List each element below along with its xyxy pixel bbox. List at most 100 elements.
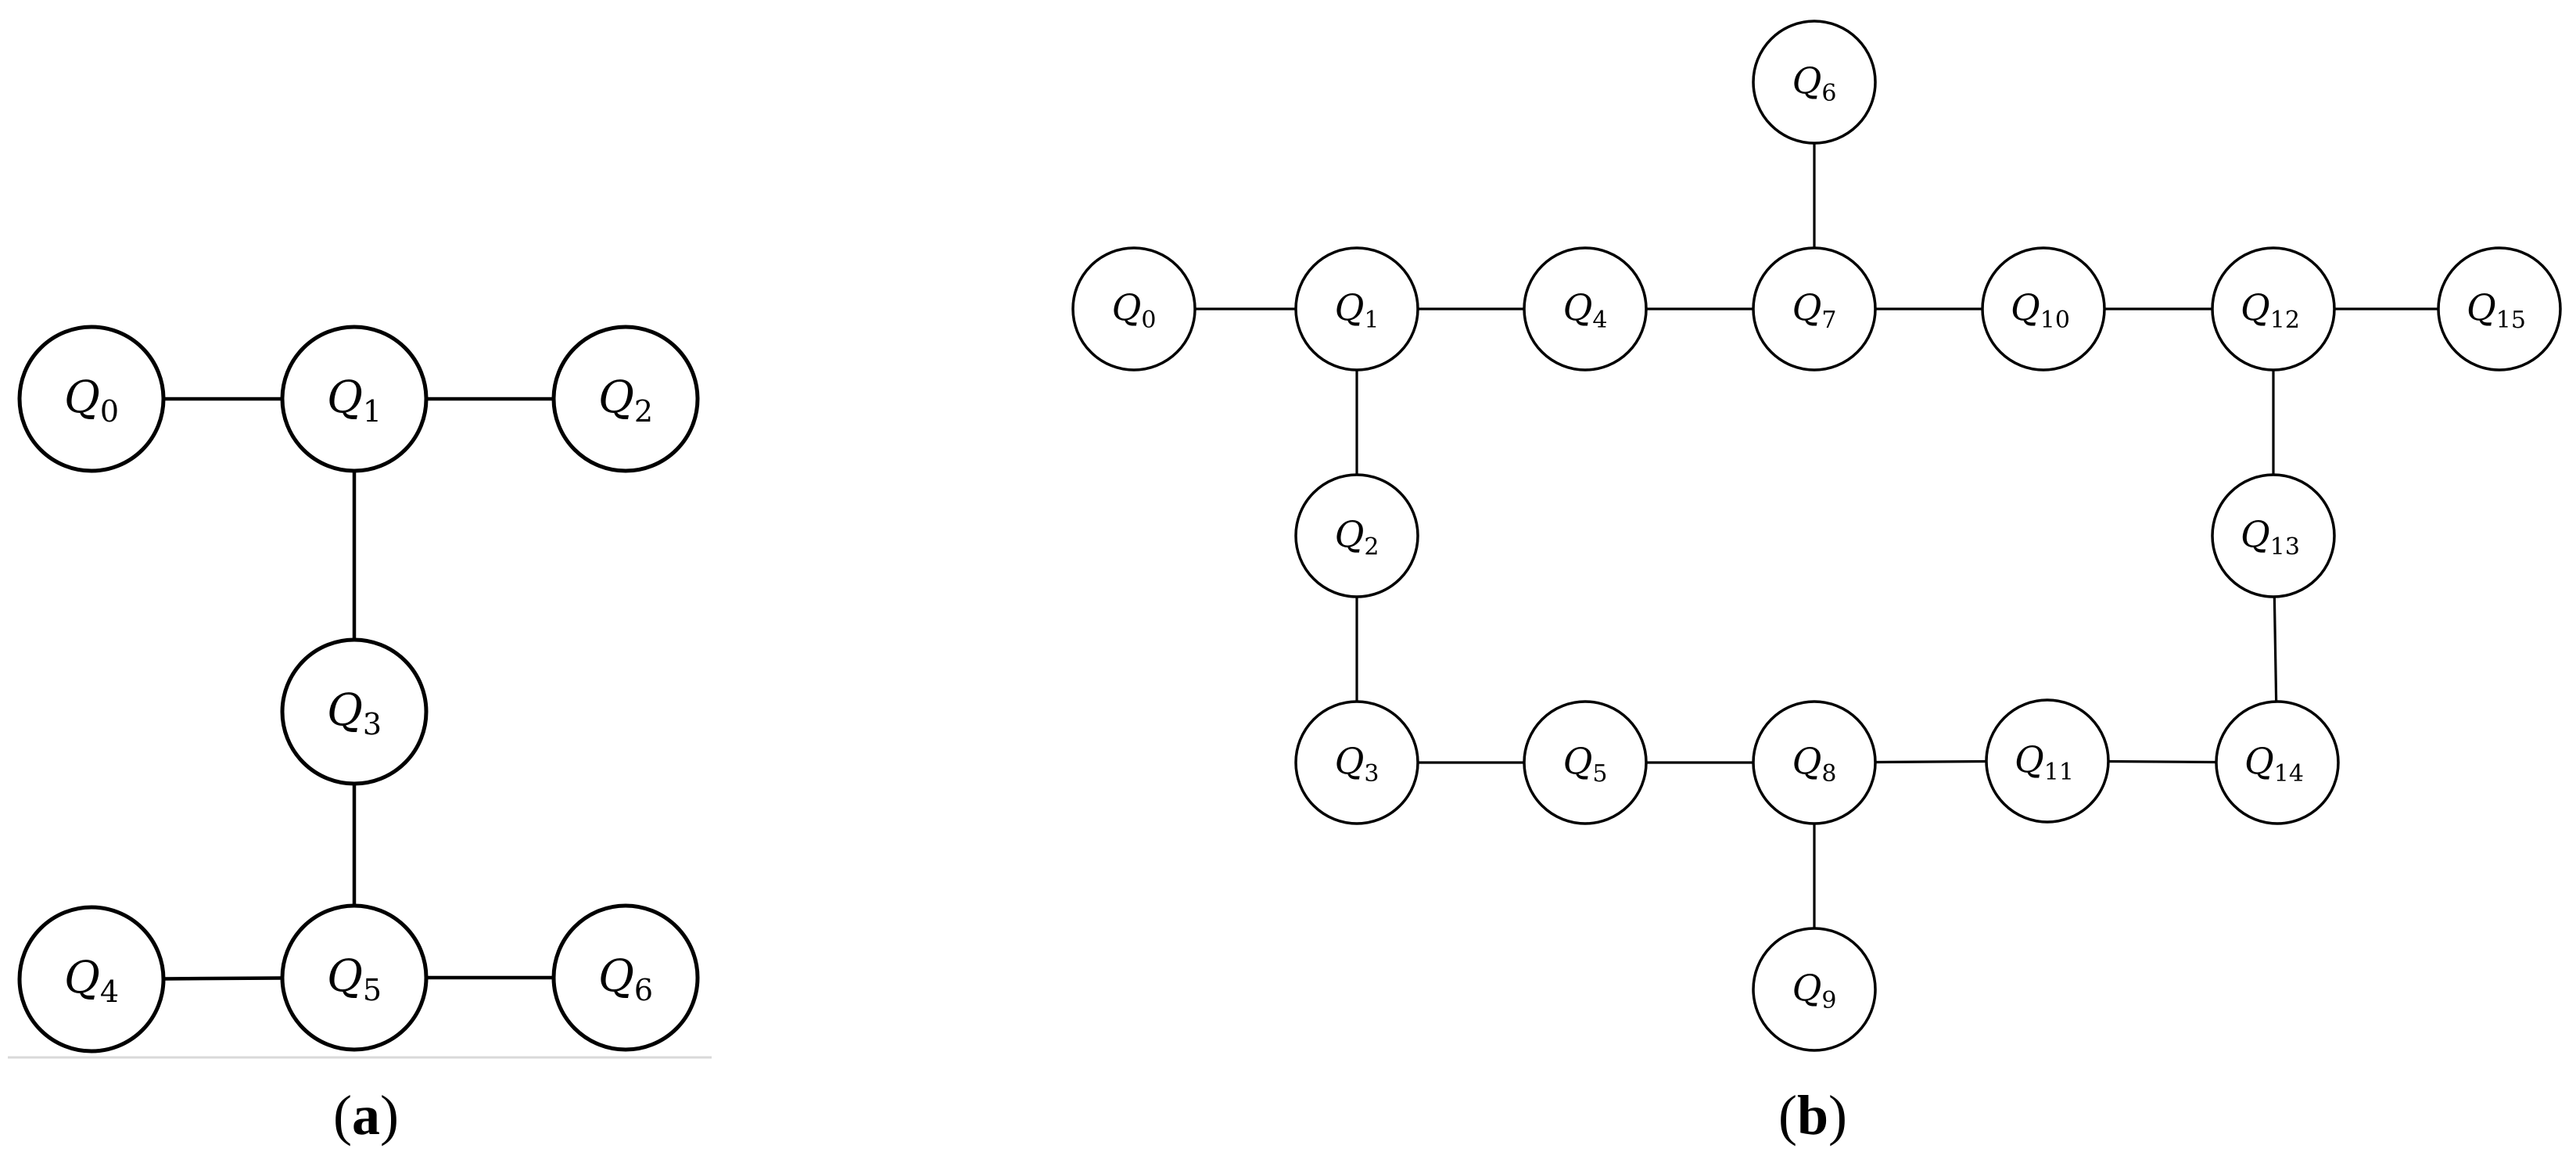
qubit-subscript: 0 — [1141, 307, 1156, 334]
panel-b-caption-letter: b — [1797, 1084, 1828, 1147]
qubit-label: Q6 — [1792, 59, 1837, 107]
qubit-letter: Q — [1335, 740, 1365, 782]
qubit-circle — [1752, 700, 1877, 825]
qubit-circle — [1071, 246, 1197, 372]
qubit-letter: Q — [1563, 286, 1593, 328]
qubit-circle — [1752, 246, 1877, 372]
qubit-label: Q3 — [327, 685, 382, 741]
qubit-label: Q0 — [64, 372, 119, 429]
qubit-letter: Q — [1792, 967, 1822, 1009]
qubit-label: Q11 — [2015, 738, 2074, 786]
qubit-subscript: 13 — [2270, 533, 2300, 561]
qubit-subscript: 10 — [2040, 307, 2070, 334]
qubit-label: Q14 — [2244, 740, 2304, 788]
panel-a-caption-letter: a — [352, 1084, 380, 1147]
qubit-circle — [17, 905, 166, 1054]
panel-a-caption: (a) — [333, 1084, 399, 1147]
qubit-letter: Q — [2015, 738, 2044, 781]
qubit-label: Q2 — [1335, 513, 1379, 561]
edge-q13-q14 — [2273, 596, 2278, 702]
qubit-circle — [2215, 700, 2340, 825]
qubit-label: Q12 — [2241, 286, 2300, 334]
qubit-circle — [1294, 473, 1419, 598]
qubit-circle — [1752, 20, 1877, 145]
qubit-node-q2: Q2 — [1294, 473, 1419, 598]
qubit-node-q0: Q0 — [17, 325, 166, 473]
qubit-letter: Q — [1792, 286, 1822, 328]
qubit-node-q2: Q2 — [551, 325, 700, 473]
qubit-node-q1: Q1 — [280, 325, 429, 473]
qubit-label: Q1 — [327, 372, 382, 429]
qubit-letter: Q — [1335, 513, 1365, 555]
qubit-circle — [2437, 246, 2562, 372]
qubit-subscript: 8 — [1821, 760, 1836, 788]
qubit-subscript: 14 — [2274, 760, 2304, 788]
qubit-circle — [17, 325, 166, 473]
qubit-circle — [2211, 473, 2336, 598]
qubit-subscript: 1 — [363, 394, 382, 429]
qubit-circle — [280, 325, 429, 473]
qubit-subscript: 5 — [363, 973, 382, 1007]
qubit-subscript: 2 — [1364, 533, 1379, 561]
qubit-subscript: 6 — [634, 973, 653, 1007]
qubit-label: Q2 — [598, 372, 653, 429]
qubit-letter: Q — [1792, 59, 1822, 102]
qubit-subscript: 11 — [2044, 759, 2074, 786]
qubit-subscript: 3 — [363, 707, 382, 741]
qubit-subscript: 7 — [1821, 307, 1836, 334]
qubit-subscript: 6 — [1821, 80, 1836, 107]
qubit-node-q11: Q11 — [1985, 698, 2110, 824]
qubit-subscript: 2 — [634, 394, 653, 429]
qubit-circle — [551, 903, 700, 1052]
qubit-label: Q15 — [2467, 286, 2526, 334]
qubit-label: Q5 — [1563, 740, 1608, 788]
qubit-label: Q6 — [598, 951, 653, 1007]
qubit-letter: Q — [1335, 286, 1365, 328]
qubit-label: Q3 — [1335, 740, 1379, 788]
qubit-node-q6: Q6 — [551, 903, 700, 1052]
qubit-letter: Q — [1112, 286, 1142, 328]
qubit-circle — [1523, 246, 1648, 372]
qubit-label: Q13 — [2241, 513, 2300, 561]
qubit-letter: Q — [2011, 286, 2040, 328]
qubit-letter: Q — [2241, 286, 2270, 328]
qubit-node-q1: Q1 — [1294, 246, 1419, 372]
qubit-circle — [2211, 246, 2336, 372]
qubit-circle — [1981, 246, 2106, 372]
edge-q8-q11 — [1875, 759, 1987, 764]
qubit-node-q6: Q6 — [1752, 20, 1877, 145]
qubit-label: Q9 — [1792, 967, 1837, 1014]
qubit-label: Q4 — [1563, 286, 1608, 334]
qubit-subscript: 5 — [1592, 760, 1607, 788]
qubit-circle — [280, 637, 429, 786]
qubit-letter: Q — [64, 372, 100, 423]
qubit-circle — [280, 903, 429, 1052]
qubit-node-q15: Q15 — [2437, 246, 2562, 372]
qubit-circle — [1294, 700, 1419, 825]
qubit-node-q0: Q0 — [1071, 246, 1197, 372]
qubit-label: Q8 — [1792, 740, 1837, 788]
qubit-node-q3: Q3 — [1294, 700, 1419, 825]
panel-b-caption: (b) — [1778, 1084, 1847, 1147]
qubit-label: Q7 — [1792, 286, 1837, 334]
qubit-subscript: 1 — [1364, 307, 1379, 334]
qubit-letter: Q — [598, 951, 634, 1002]
qubit-circle — [1523, 700, 1648, 825]
qubit-letter: Q — [2241, 513, 2270, 555]
qubit-node-q7: Q7 — [1752, 246, 1877, 372]
qubit-label: Q5 — [327, 951, 382, 1007]
qubit-circle — [1294, 246, 1419, 372]
qubit-subscript: 4 — [100, 975, 119, 1009]
qubit-circle — [1985, 698, 2110, 824]
qubit-letter: Q — [1563, 740, 1593, 782]
qubit-node-q8: Q8 — [1752, 700, 1877, 825]
qubit-circle — [551, 325, 700, 473]
qubit-node-q5: Q5 — [280, 903, 429, 1052]
qubit-subscript: 15 — [2496, 307, 2526, 334]
edge-q11-q14 — [2108, 759, 2217, 764]
qubit-node-q9: Q9 — [1752, 927, 1877, 1052]
qubit-subscript: 0 — [100, 394, 119, 429]
qubit-label: Q1 — [1335, 286, 1379, 334]
